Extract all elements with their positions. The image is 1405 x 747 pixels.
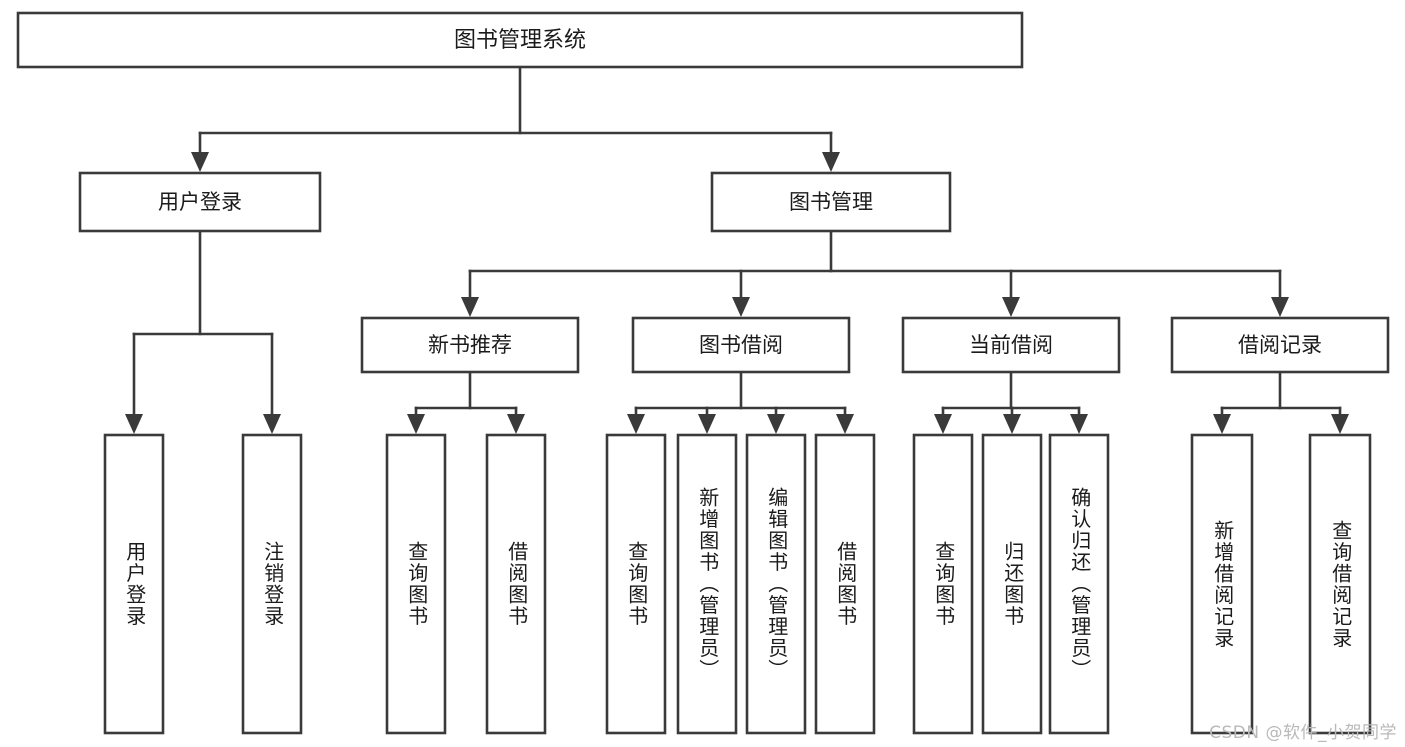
root-node-label: 图书管理系统 <box>454 28 586 53</box>
node-borrow-record-box[interactable] <box>1170 316 1390 374</box>
leaf-leaf-edit-book-box[interactable] <box>745 433 807 735</box>
boxes-layer <box>16 11 1390 735</box>
arrow-to-leaf-query-book-rec <box>407 414 425 434</box>
arrow-to-current-borrow <box>1002 297 1020 317</box>
leaf-leaf-query-record-box[interactable] <box>1308 433 1372 735</box>
leaf-leaf-borrow-book-box[interactable] <box>814 433 876 735</box>
node-book-borrow-label: 图书借阅 <box>699 333 783 357</box>
leaf-leaf-query-book-borrow-box[interactable] <box>605 433 667 735</box>
node-book-manage-box[interactable] <box>710 171 952 233</box>
node-user-login-label: 用户登录 <box>158 190 242 214</box>
node-current-borrow-label: 当前借阅 <box>969 333 1053 357</box>
arrow-to-leaf-borrow-book-rec <box>507 414 525 434</box>
arrow-to-leaf-query-book-current <box>934 414 952 434</box>
leaf-leaf-user-login-box[interactable] <box>103 433 165 735</box>
arrow-to-leaf-borrow-book <box>836 414 854 434</box>
arrow-to-leaf-add-book <box>698 414 716 434</box>
node-new-book-rec-box[interactable] <box>360 316 580 374</box>
arrow-to-borrow-record <box>1271 297 1289 317</box>
arrow-to-book-borrow <box>732 297 750 317</box>
leaf-leaf-confirm-return-box[interactable] <box>1048 433 1110 735</box>
node-borrow-record-label: 借阅记录 <box>1238 333 1322 357</box>
arrow-to-leaf-logout <box>263 414 281 434</box>
arrow-to-leaf-return-book <box>1003 414 1021 434</box>
node-book-manage-label: 图书管理 <box>789 190 873 214</box>
arrow-to-leaf-user-login <box>125 414 143 434</box>
leaf-leaf-query-book-current-box[interactable] <box>912 433 974 735</box>
arrow-to-leaf-add-record <box>1213 414 1231 434</box>
arrow-to-leaf-query-book-borrow <box>627 414 645 434</box>
node-current-borrow-box[interactable] <box>901 316 1121 374</box>
watermark-text: CSDN @软件_小贺同学 <box>1209 723 1397 743</box>
arrow-to-leaf-query-record <box>1331 414 1349 434</box>
leaf-leaf-logout-box[interactable] <box>241 433 303 735</box>
leaf-leaf-return-book-box[interactable] <box>981 433 1043 735</box>
node-new-book-rec-label: 新书推荐 <box>428 333 512 357</box>
node-book-borrow-box[interactable] <box>631 316 851 374</box>
leaf-leaf-query-book-rec-box[interactable] <box>385 433 447 735</box>
leaf-leaf-add-record-box[interactable] <box>1190 433 1254 735</box>
arrow-to-book-manage <box>822 152 840 172</box>
leaf-leaf-add-book-box[interactable] <box>676 433 738 735</box>
arrow-to-leaf-confirm-return <box>1070 414 1088 434</box>
arrow-to-new-book-rec <box>461 297 479 317</box>
node-user-login-box[interactable] <box>78 171 322 233</box>
arrow-to-user-login <box>191 152 209 172</box>
connectors-layer <box>125 65 1349 434</box>
root-node-box[interactable] <box>16 11 1024 69</box>
arrow-to-leaf-edit-book <box>767 414 785 434</box>
leaf-leaf-borrow-book-rec-box[interactable] <box>485 433 547 735</box>
